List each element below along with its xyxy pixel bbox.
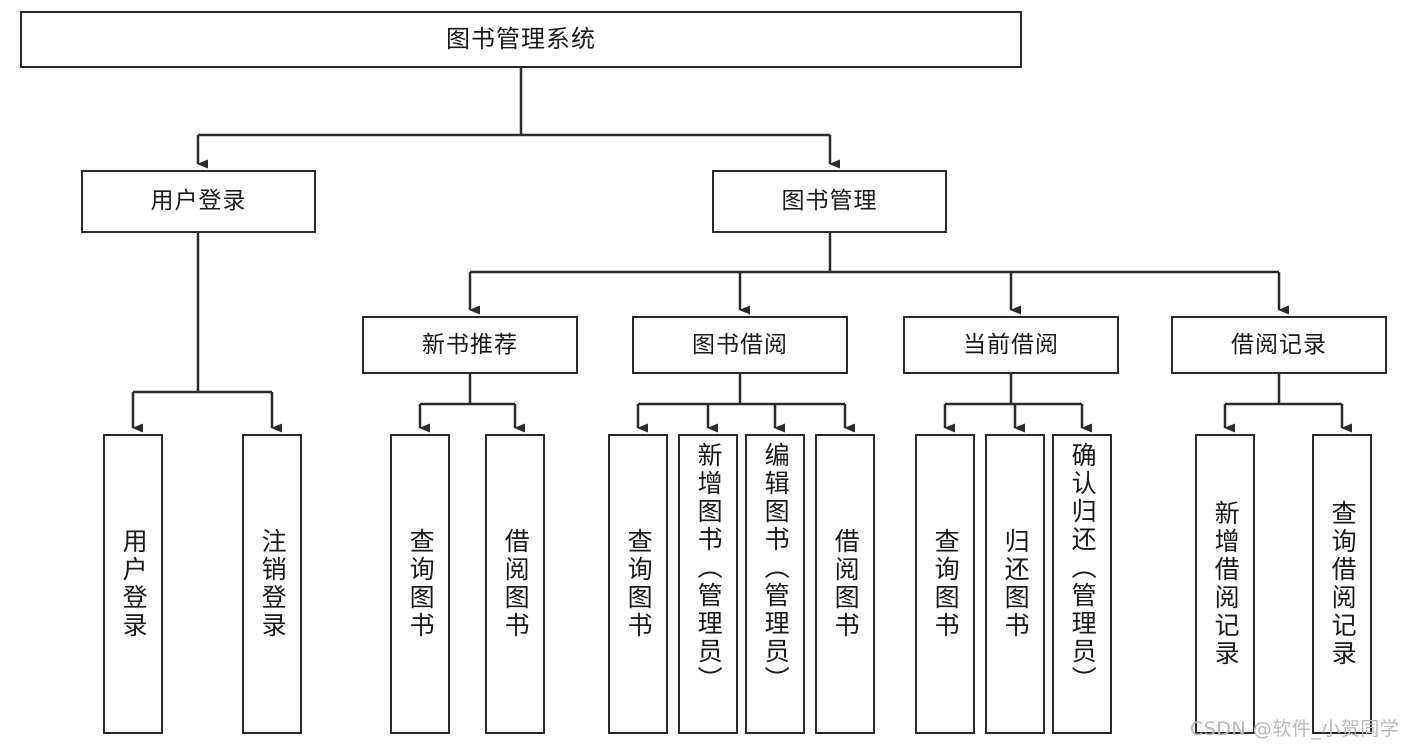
- leaf-return-book[interactable]: 归还图书: [985, 434, 1045, 734]
- node-label: 新增借阅记录: [1211, 500, 1241, 668]
- leaf-logout[interactable]: 注销登录: [242, 434, 302, 734]
- watermark: CSDN @软件_小贺同学: [1190, 718, 1400, 740]
- leaf-add-borrow-record[interactable]: 新增借阅记录: [1195, 434, 1255, 734]
- node-label: 用户登录: [119, 528, 149, 640]
- node-label: 查询借阅记录: [1328, 500, 1358, 668]
- node-current-borrow[interactable]: 当前借阅: [903, 316, 1119, 374]
- node-user-login[interactable]: 用户登录: [81, 170, 316, 233]
- leaf-borrow-book-recommend[interactable]: 借阅图书: [485, 434, 545, 734]
- node-label: 查询图书: [624, 528, 654, 640]
- node-label: 借阅图书: [831, 528, 861, 640]
- node-label: 图书借阅: [692, 331, 788, 358]
- leaf-query-book-current[interactable]: 查询图书: [915, 434, 975, 734]
- node-label: 图书管理: [781, 188, 878, 215]
- leaf-confirm-return-admin[interactable]: 确认归还（管理员）: [1052, 434, 1112, 734]
- node-book-management[interactable]: 图书管理: [712, 170, 947, 233]
- node-root-system[interactable]: 图书管理系统: [20, 11, 1022, 68]
- leaf-query-borrow-record[interactable]: 查询借阅记录: [1312, 434, 1372, 734]
- node-label: 新增图书（管理员）: [694, 442, 724, 694]
- node-label: 查询图书: [931, 528, 961, 640]
- node-label: 新书推荐: [422, 331, 518, 358]
- node-label: 确认归还（管理员）: [1068, 442, 1098, 694]
- leaf-query-book-borrow[interactable]: 查询图书: [608, 434, 668, 734]
- leaf-user-login[interactable]: 用户登录: [103, 434, 163, 734]
- node-label: 用户登录: [150, 188, 247, 215]
- leaf-edit-book-admin[interactable]: 编辑图书（管理员）: [745, 434, 805, 734]
- node-label: 当前借阅: [963, 331, 1059, 358]
- node-label: 查询图书: [406, 528, 436, 640]
- node-borrow-records[interactable]: 借阅记录: [1171, 316, 1387, 374]
- node-label: 注销登录: [258, 528, 288, 640]
- node-label: 借阅记录: [1231, 331, 1327, 358]
- leaf-borrow-book[interactable]: 借阅图书: [815, 434, 875, 734]
- node-label: 图书管理系统: [446, 24, 596, 53]
- node-label: 编辑图书（管理员）: [761, 442, 791, 694]
- node-new-book-recommend[interactable]: 新书推荐: [362, 316, 578, 374]
- node-book-borrow[interactable]: 图书借阅: [632, 316, 848, 374]
- leaf-add-book-admin[interactable]: 新增图书（管理员）: [678, 434, 738, 734]
- node-label: 借阅图书: [501, 528, 531, 640]
- node-label: 归还图书: [1001, 528, 1031, 640]
- leaf-query-book-recommend[interactable]: 查询图书: [390, 434, 450, 734]
